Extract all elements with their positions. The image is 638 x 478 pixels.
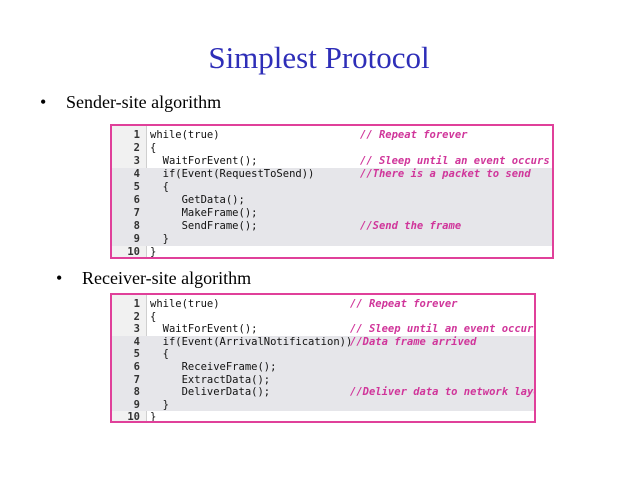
code-text: } [150, 233, 169, 245]
code-text: if(Event(ArrivalNotification)) [150, 335, 353, 348]
line-number: 8 [112, 220, 140, 233]
code-text: MakeFrame(); [150, 207, 258, 219]
code-comment: // Repeat forever [350, 298, 458, 310]
line-number: 1 [133, 129, 140, 141]
code-line: 9 } [112, 398, 534, 412]
code-text: } [150, 411, 157, 423]
code-line: 7 ExtractData(); [112, 373, 534, 387]
code-line: 9 } [112, 233, 552, 246]
code-line: 4 if(Event(RequestToSend)) //There is a p… [112, 168, 552, 181]
bullet-sender: • Sender-site algorithm [40, 92, 221, 113]
line-number: 3 [133, 323, 140, 336]
code-text: SendFrame(); [150, 220, 258, 232]
code-text: if(Event(RequestToSend)) [150, 168, 315, 180]
line-number: 10 [127, 411, 140, 423]
line-number: 10 [127, 246, 140, 258]
code-text: while(true) [150, 129, 220, 141]
code-line: 1 while(true) // Repeat forever [112, 129, 552, 142]
line-number: 4 [112, 335, 140, 349]
code-text: WaitForEvent(); [150, 155, 258, 167]
code-comment: // Sleep until an event occurs [360, 155, 550, 167]
line-number: 3 [133, 155, 140, 167]
code-line: 10} [112, 411, 534, 423]
code-text: { [150, 142, 157, 154]
line-number: 1 [133, 298, 140, 310]
code-text: } [150, 398, 169, 411]
code-line: 3 WaitForEvent(); // Sleep until an event… [112, 155, 552, 168]
code-line: 4 if(Event(ArrivalNotification))//Data f… [112, 335, 534, 349]
slide-title: Simplest Protocol [208, 40, 430, 75]
code-text: ReceiveFrame(); [150, 360, 277, 373]
code-line: 6 GetData(); [112, 194, 552, 207]
code-text: while(true) [150, 298, 220, 310]
code-line: 6 ReceiveFrame(); [112, 360, 534, 374]
code-comment: //Deliver data to network layer [350, 386, 536, 399]
code-line: 2{ [112, 142, 552, 155]
line-number: 8 [112, 386, 140, 399]
bullet-receiver-text: Receiver-site algorithm [82, 268, 252, 288]
line-number: 6 [112, 360, 140, 374]
bullet-marker: • [56, 268, 63, 288]
code-comment: //There is a packet to send [360, 168, 531, 180]
code-comment: //Send the frame [360, 220, 462, 232]
code-line: 8 SendFrame(); //Send the frame [112, 220, 552, 233]
code-text: DeliverData(); [150, 386, 271, 399]
bullet-marker: • [40, 92, 47, 112]
code-comment: //Data frame arrived [350, 335, 477, 348]
code-line: 1 while(true) // Repeat forever [112, 298, 534, 311]
code-line: 8 DeliverData(); //Deliver data to networ… [112, 386, 534, 399]
line-number: 6 [112, 194, 140, 207]
code-line: 7 MakeFrame(); [112, 207, 552, 220]
line-number: 2 [133, 142, 140, 154]
bullet-receiver: • Receiver-site algorithm [56, 268, 251, 289]
line-number: 9 [112, 233, 140, 246]
code-comment: // Repeat forever [360, 129, 468, 141]
code-text: { [150, 348, 169, 361]
code-line: 2{ [112, 311, 534, 324]
code-line: 5 { [112, 348, 534, 361]
line-number: 7 [112, 207, 140, 220]
code-text: ExtractData(); [150, 373, 271, 386]
code-text: GetData(); [150, 194, 245, 206]
line-number: 7 [112, 373, 140, 387]
code-text: } [150, 246, 157, 258]
code-text: { [150, 310, 157, 323]
code-comment: // Sleep until an event occurs [350, 323, 536, 336]
code-line: 5 { [112, 181, 552, 194]
bullet-sender-text: Sender-site algorithm [66, 92, 222, 112]
code-line: 3 WaitForEvent(); // Sleep until an event… [112, 323, 534, 336]
line-number: 5 [112, 348, 140, 361]
line-number: 9 [112, 398, 140, 412]
line-number: 4 [112, 168, 140, 181]
code-line: 10} [112, 246, 552, 258]
line-number: 2 [133, 310, 140, 323]
code-text: WaitForEvent(); [150, 323, 258, 336]
code-text: { [150, 181, 169, 193]
line-number: 5 [112, 181, 140, 194]
